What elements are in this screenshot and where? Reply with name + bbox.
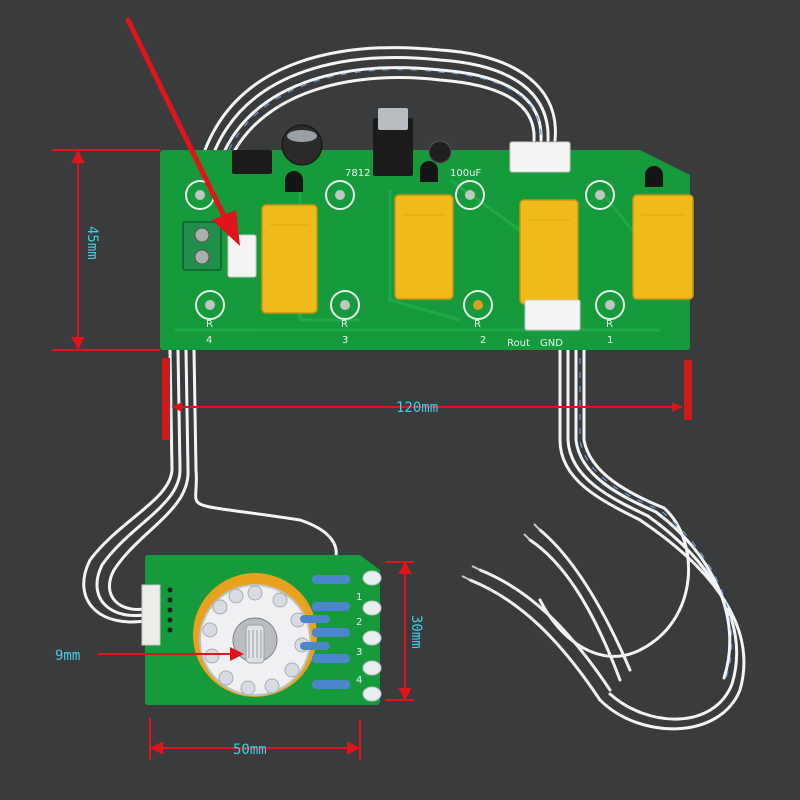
- output-connector-top: [509, 141, 571, 173]
- main-board: 7812 100uF Rout GND 4 3 2 1 R R R R: [160, 108, 694, 350]
- relay-2: [519, 199, 579, 305]
- switch-shaft[interactable]: [245, 624, 265, 664]
- dim-120-lines: [162, 358, 692, 440]
- gnd-label: GND: [540, 338, 563, 349]
- capacitor-label: 100uF: [450, 168, 481, 179]
- transistors: [285, 161, 663, 192]
- leds: [362, 570, 382, 702]
- relays: [261, 194, 694, 314]
- wire-tips: [461, 523, 541, 581]
- regulator-label: 7812: [345, 168, 370, 179]
- rout-label: Rout: [507, 338, 530, 349]
- relay-3: [394, 194, 454, 300]
- loose-wires: [468, 528, 632, 702]
- remote-channel-3: 3: [356, 647, 362, 658]
- channel-label-1: 1: [607, 335, 613, 346]
- dim-board-height: 45mm: [84, 226, 100, 260]
- resistors: [300, 575, 350, 689]
- terminal-screw-top: [194, 227, 210, 243]
- remote-channel-4: 4: [356, 675, 362, 686]
- dim-45-lines: [52, 149, 160, 351]
- channel-label-2: 2: [480, 335, 486, 346]
- relay-4: [261, 204, 318, 314]
- r-mark: R: [341, 319, 348, 330]
- selector-board: 1 2 3 4: [141, 555, 382, 705]
- terminal-block: [182, 221, 222, 271]
- dim-remote-width: 50mm: [233, 742, 267, 758]
- dim-9-arrow: [98, 647, 244, 661]
- selector-connector: [141, 584, 161, 646]
- r-mark: R: [474, 319, 481, 330]
- relay-1: [632, 194, 694, 300]
- cable-stripes: [228, 69, 733, 679]
- header-pins: [167, 587, 173, 633]
- channel-label-3: 3: [342, 335, 348, 346]
- pointer-arrow: [125, 17, 240, 246]
- r-mark: R: [606, 319, 613, 330]
- dim-board-width: 120mm: [396, 400, 438, 416]
- dimension-annotations: 45mm 120mm 30mm 50mm: [52, 149, 692, 760]
- r-mark: R: [206, 319, 213, 330]
- input-connector: [227, 234, 257, 278]
- dim-30-lines: [385, 560, 414, 702]
- remote-channel-2: 2: [356, 617, 362, 628]
- dim-shaft: 9mm: [55, 648, 80, 664]
- solder-points: [195, 190, 615, 310]
- dim-remote-height: 30mm: [408, 615, 424, 649]
- remote-connector: [524, 299, 581, 331]
- voltage-regulator: [373, 118, 413, 176]
- dim-50-lines: [149, 718, 361, 760]
- bridge-rectifier: [232, 150, 272, 174]
- ribbon-cables: [82, 46, 746, 731]
- remote-channel-1: 1: [356, 592, 362, 603]
- channel-label-4: 4: [206, 335, 212, 346]
- small-capacitor: [428, 140, 452, 164]
- pads: [185, 180, 625, 320]
- terminal-screw-bottom: [194, 249, 210, 265]
